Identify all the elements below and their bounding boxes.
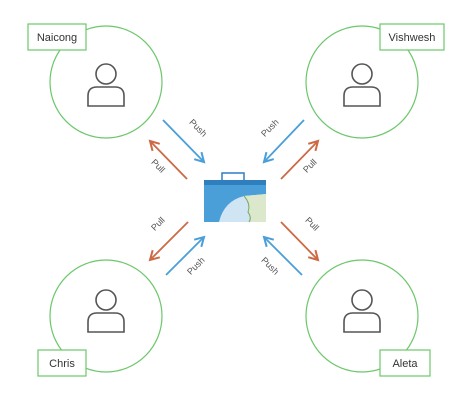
pull-arrow-chris bbox=[148, 221, 189, 262]
push-label: Push bbox=[259, 117, 281, 139]
repository-map-icon bbox=[204, 172, 266, 223]
pull-arrow-vishwesh bbox=[280, 139, 320, 180]
pull-arrow-naicong bbox=[148, 139, 188, 180]
person-icon bbox=[343, 63, 381, 107]
name-tag bbox=[27, 23, 87, 51]
push-arrow-chris bbox=[165, 235, 206, 276]
pull-arrow-aleta bbox=[280, 221, 320, 262]
push-arrow-vishwesh bbox=[262, 119, 305, 164]
user-circle bbox=[305, 259, 419, 373]
user-name: Chris bbox=[49, 358, 75, 370]
user-name: Naicong bbox=[37, 32, 77, 44]
user-chris: Chris bbox=[37, 259, 163, 377]
person-icon bbox=[87, 289, 125, 333]
pull-label: Pull bbox=[149, 215, 167, 233]
push-arrow-naicong bbox=[162, 119, 206, 164]
user-circle bbox=[49, 25, 163, 139]
person-icon bbox=[87, 63, 125, 107]
user-naicong: Naicong bbox=[27, 23, 163, 139]
person-icon bbox=[343, 289, 381, 333]
user-aleta: Aleta bbox=[305, 259, 431, 377]
user-vishwesh: Vishwesh bbox=[305, 23, 445, 139]
name-tag bbox=[37, 349, 87, 377]
name-tag bbox=[379, 23, 445, 51]
user-name: Vishwesh bbox=[389, 32, 436, 44]
name-tag bbox=[379, 349, 431, 377]
user-circle bbox=[49, 259, 163, 373]
user-name: Aleta bbox=[392, 358, 418, 370]
push-label: Push bbox=[259, 255, 281, 277]
pull-label: Pull bbox=[149, 157, 167, 175]
user-circle bbox=[305, 25, 419, 139]
push-label: Push bbox=[185, 255, 207, 277]
push-label: Push bbox=[187, 117, 209, 139]
pull-label: Pull bbox=[303, 215, 321, 233]
pull-label: Pull bbox=[301, 157, 319, 175]
push-arrow-aleta bbox=[262, 235, 303, 276]
